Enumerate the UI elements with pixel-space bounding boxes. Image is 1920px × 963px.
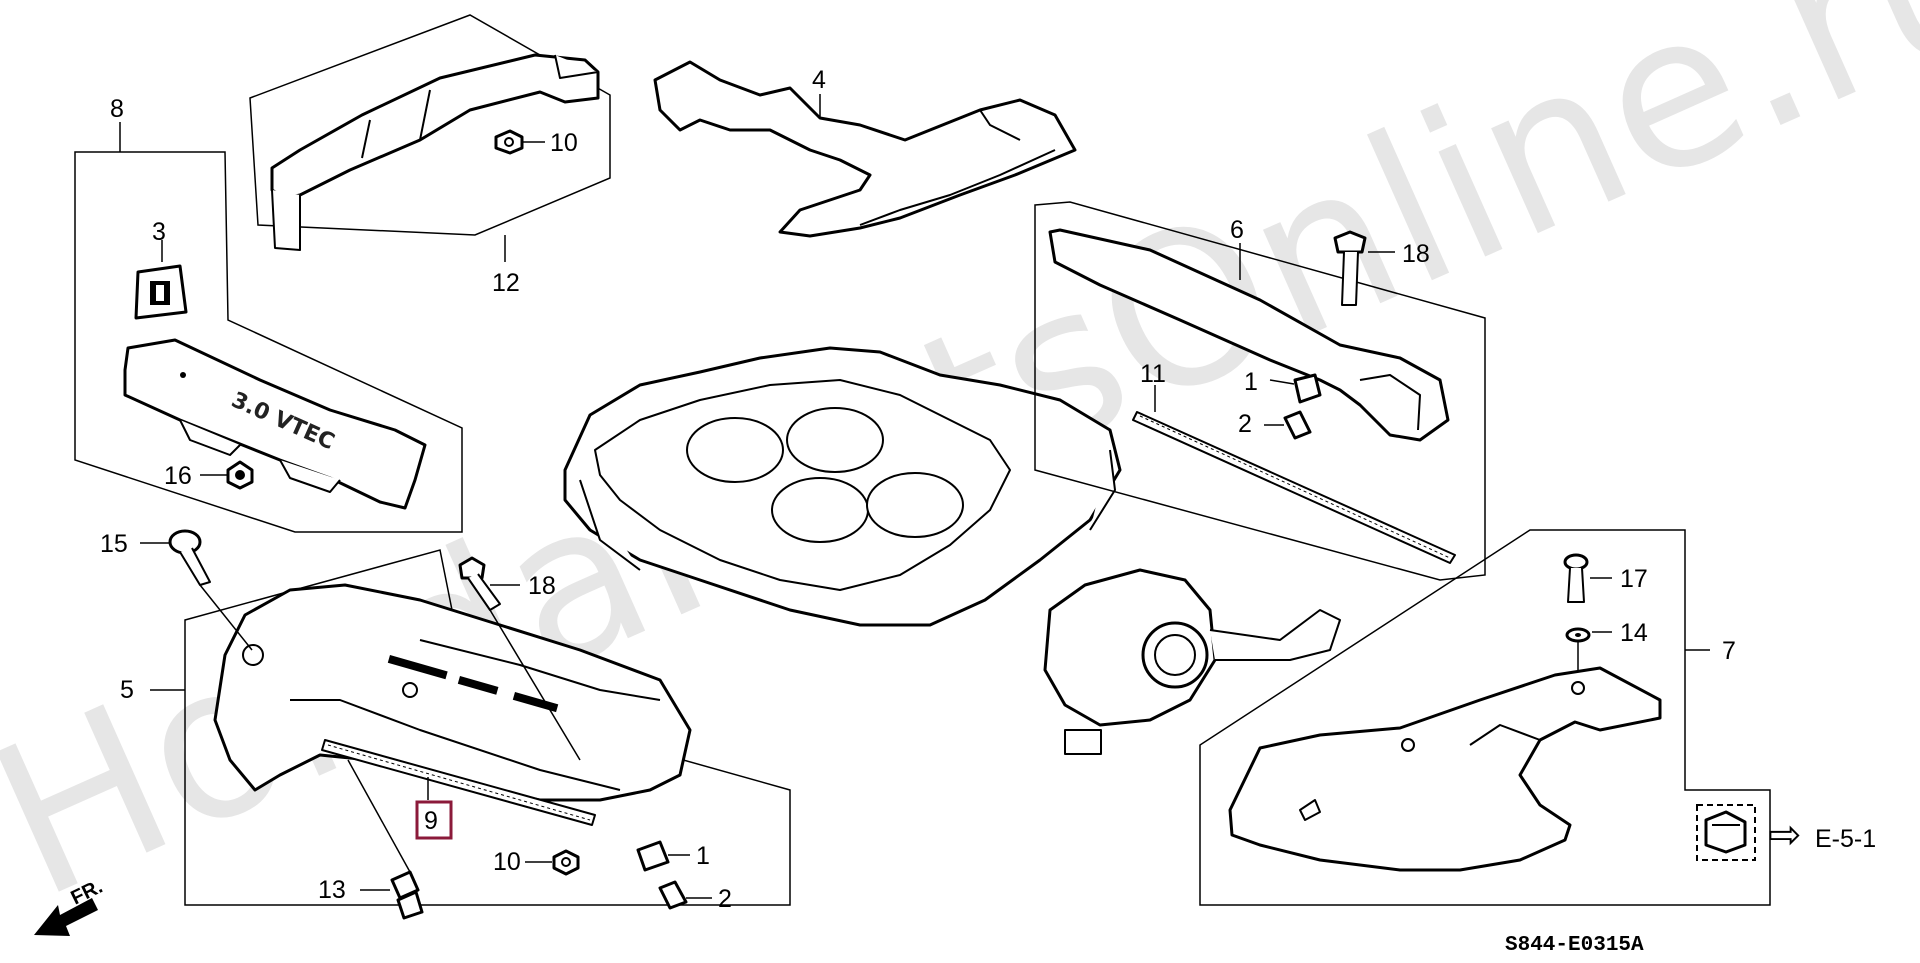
part-1-clip-upper — [1293, 373, 1322, 404]
callout-1-upper: 1 — [1244, 368, 1258, 396]
part-7-side-cover — [1228, 666, 1662, 872]
part-6-bracket — [1048, 228, 1450, 442]
part-10-nut-upper — [494, 129, 524, 155]
callout-12: 12 — [492, 269, 520, 297]
callout-15: 15 — [100, 530, 128, 558]
diagram-code: S844-E0315A — [1505, 934, 1644, 957]
callout-16: 16 — [164, 462, 192, 490]
part-18-bolt-upper — [1333, 230, 1367, 306]
callout-9-highlight[interactable] — [415, 800, 453, 840]
reference-arrow: ⇨ — [1768, 813, 1802, 857]
callout-1-lower: 1 — [696, 842, 710, 870]
callout-6: 6 — [1230, 216, 1244, 244]
callout-18-upper: 18 — [1402, 240, 1430, 268]
callout-2-lower: 2 — [718, 885, 732, 913]
callout-17: 17 — [1620, 565, 1648, 593]
part-9-seal-strip — [321, 739, 596, 826]
callout-10-lower: 10 — [493, 848, 521, 876]
part-1-clip-lower — [636, 840, 670, 872]
callout-13: 13 — [318, 876, 346, 904]
reference-label[interactable]: E-5-1 — [1815, 825, 1876, 853]
part-3-emblem — [134, 264, 188, 320]
callout-8: 8 — [110, 95, 124, 123]
callout-14: 14 — [1620, 619, 1648, 647]
callout-4: 4 — [812, 66, 826, 94]
part-18-bolt-lower — [458, 556, 501, 611]
part-12-upper-cover — [270, 53, 600, 251]
part-2-collar-lower — [658, 880, 688, 910]
callout-11: 11 — [1140, 360, 1166, 388]
part-15-bolt — [168, 529, 211, 586]
part-11-seal-strip — [1132, 411, 1456, 564]
callout-2-upper: 2 — [1238, 410, 1252, 438]
part-14-washer — [1565, 627, 1591, 643]
group-box-12 — [249, 14, 611, 236]
front-direction-arrow — [34, 898, 98, 936]
part-2-collar-upper — [1283, 410, 1312, 440]
callout-9[interactable]: 9 — [424, 807, 438, 835]
part-8-engine-cover: 3.0 VTEC — [123, 338, 427, 510]
intake-manifold — [563, 346, 1122, 627]
callout-10-upper: 10 — [550, 129, 578, 157]
part-10-nut-lower — [552, 849, 580, 876]
callout-3: 3 — [152, 218, 166, 246]
group-box-7 — [1199, 529, 1771, 906]
grommet-reference-e51 — [1696, 804, 1756, 861]
group-box-8 — [74, 151, 463, 533]
part-13-grommet — [390, 870, 424, 920]
callout-18-lower: 18 — [528, 572, 556, 600]
group-box-5-outline-a — [184, 549, 791, 906]
part-4-rear-cover — [653, 60, 1077, 238]
throttle-body — [1043, 568, 1341, 755]
callout-5: 5 — [120, 676, 134, 704]
part-17-clip — [1563, 553, 1589, 603]
group-box-6 — [1034, 201, 1486, 581]
callout-7: 7 — [1722, 637, 1736, 665]
part-16-grommet — [226, 460, 254, 490]
